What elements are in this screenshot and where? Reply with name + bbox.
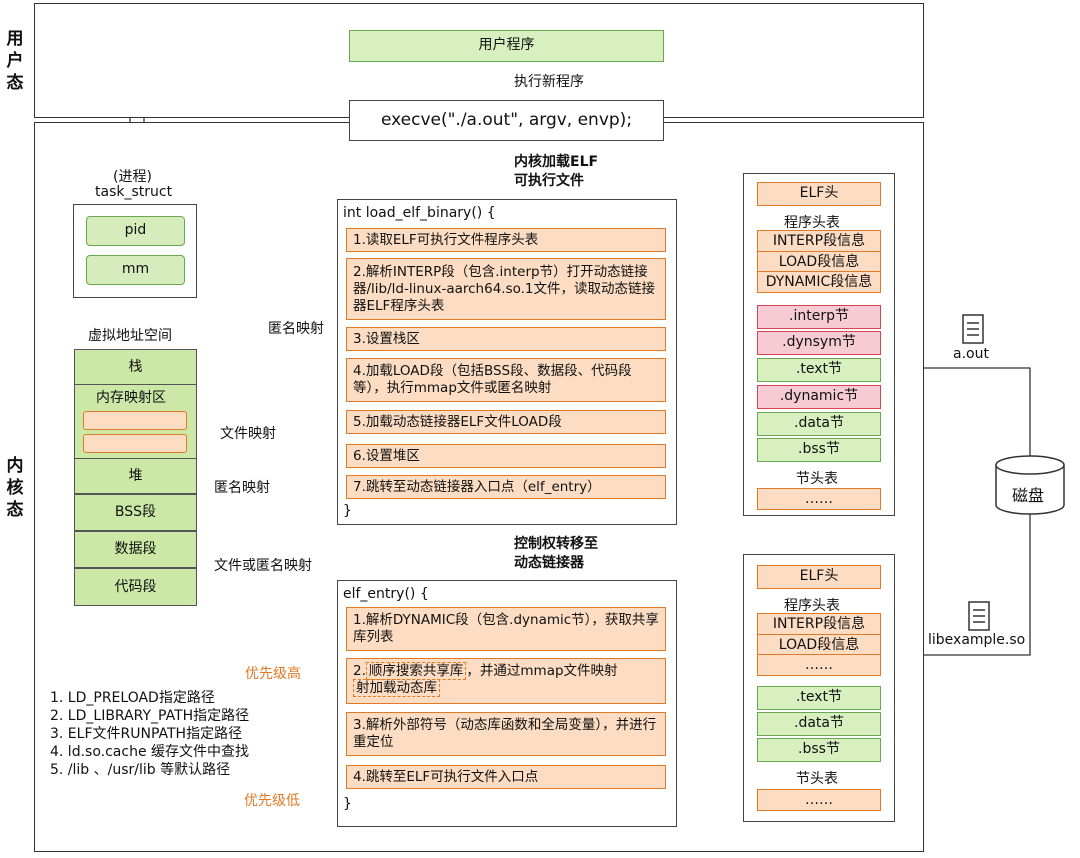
file-or-anon-label: 文件或匿名映射 xyxy=(214,558,312,574)
kernel-mode-label: 内核态 xyxy=(6,456,24,520)
kernel-load-line1: 内核加载ELF xyxy=(514,154,599,170)
heap-region: 堆 xyxy=(74,458,197,494)
aout-dynsym-section: .dynsym节 xyxy=(757,331,881,355)
virtual-address-label: 虚拟地址空间 xyxy=(88,328,172,344)
aout-interp-info: INTERP段信息 xyxy=(757,230,881,252)
code-region: 代码段 xyxy=(74,568,197,606)
load-step-2: 2.解析INTERP段（包含.interp节）打开动态链接器/lib/ld-li… xyxy=(346,258,666,320)
disk-label: 磁盘 xyxy=(1012,486,1045,505)
anon-map-top-label: 匿名映射 xyxy=(268,321,324,337)
entry-step-2-num: 2. xyxy=(353,663,366,679)
user-program-box: 用户程序 xyxy=(349,30,664,62)
exec-new-label: 执行新程序 xyxy=(514,74,584,90)
transfer-line2: 动态链接器 xyxy=(514,555,584,571)
load-step-4: 4.加载LOAD段（包括BSS段、数据段、代码段等），执行mmap文件或匿名映射 xyxy=(346,358,666,402)
aout-file-icon xyxy=(962,314,984,344)
search-path-4: 4. ld.so.cache 缓存文件中查找 xyxy=(50,744,250,760)
aout-load-info: LOAD段信息 xyxy=(757,251,881,273)
elf-entry-header: elf_entry() { xyxy=(343,586,429,602)
pid-field: pid xyxy=(86,216,185,246)
bss-region: BSS段 xyxy=(74,494,197,531)
lib-interp-info: INTERP段信息 xyxy=(757,613,881,635)
data-region: 数据段 xyxy=(74,531,197,568)
lib-sht-entries: …… xyxy=(757,789,881,811)
entry-step-2: 2.顺序搜索共享库，并通过mmap文件映射射加载动态库 xyxy=(346,658,666,704)
lib-data-section: .data节 xyxy=(757,712,881,736)
execve-box: execve("./a.out", argv, envp); xyxy=(349,100,664,141)
entry-step-1: 1.解析DYNAMIC段（包含.dynamic节），获取共享库列表 xyxy=(346,607,666,651)
aout-file-label: a.out xyxy=(953,346,989,362)
entry-step-2-mid: ，并通过mmap文件映射 xyxy=(466,663,618,679)
aout-interp-section: .interp节 xyxy=(757,305,881,329)
priority-low-label: 优先级低 xyxy=(244,793,300,809)
lib-bss-section: .bss节 xyxy=(757,738,881,762)
aout-dynamic-info: DYNAMIC段信息 xyxy=(757,271,881,293)
disk-icon xyxy=(995,455,1065,515)
lib-load-info: LOAD段信息 xyxy=(757,634,881,656)
kernel-load-line2: 可执行文件 xyxy=(514,173,584,189)
aout-bss-section: .bss节 xyxy=(757,438,881,462)
aout-text-section: .text节 xyxy=(757,358,881,382)
search-path-3: 3. ELF文件RUNPATH指定路径 xyxy=(50,726,243,742)
search-path-2: 2. LD_LIBRARY_PATH指定路径 xyxy=(50,708,250,724)
aout-sht-label: 节头表 xyxy=(796,471,838,487)
lib-pht-label: 程序头表 xyxy=(784,598,840,614)
search-shared-lib-highlight: 顺序搜索共享库 xyxy=(365,662,467,680)
search-path-1: 1. LD_PRELOAD指定路径 xyxy=(50,690,215,706)
load-step-6: 6.设置堆区 xyxy=(346,444,666,468)
task-struct-label: task_struct xyxy=(95,184,173,200)
mm-field: mm xyxy=(86,255,185,285)
priority-high-label: 优先级高 xyxy=(245,666,301,682)
transfer-line1: 控制权转移至 xyxy=(514,536,598,552)
load-step-3: 3.设置栈区 xyxy=(346,327,666,351)
entry-step-3: 3.解析外部符号（动态库函数和全局变量），并进行重定位 xyxy=(346,712,666,756)
stack-region: 栈 xyxy=(74,349,197,385)
lib-file-icon xyxy=(968,601,990,631)
aout-data-section: .data节 xyxy=(757,412,881,436)
aout-dynamic-section: .dynamic节 xyxy=(757,385,881,409)
load-step-5: 5.加载动态链接器ELF文件LOAD段 xyxy=(346,410,666,434)
mmap-slot-2 xyxy=(83,434,187,453)
anon-map-heap-label: 匿名映射 xyxy=(214,480,270,496)
lib-elf-header: ELF头 xyxy=(757,565,881,589)
aout-pht-label: 程序头表 xyxy=(784,215,840,231)
load-step-7: 7.跳转至动态链接器入口点（elf_entry） xyxy=(346,475,666,499)
user-mode-label: 用户态 xyxy=(6,29,24,93)
load-dynlib-highlight: 射加载动态库 xyxy=(353,679,440,697)
lib-sht-label: 节头表 xyxy=(796,771,838,787)
search-path-5: 5. /lib 、/usr/lib 等默认路径 xyxy=(50,762,231,778)
process-label: (进程) xyxy=(113,169,152,185)
load-elf-footer: } xyxy=(343,503,352,519)
lib-text-section: .text节 xyxy=(757,686,881,710)
mmap-region-label: 内存映射区 xyxy=(96,390,166,406)
aout-elf-header: ELF头 xyxy=(757,182,881,206)
lib-file-label: libexample.so xyxy=(928,632,1026,648)
lib-pht-more: …… xyxy=(757,654,881,676)
mmap-slot-1 xyxy=(83,411,187,430)
entry-step-4: 4.跳转至ELF可执行文件入口点 xyxy=(346,765,666,789)
file-map-label: 文件映射 xyxy=(220,426,276,442)
load-elf-header: int load_elf_binary() { xyxy=(343,205,496,221)
elf-entry-footer: } xyxy=(343,796,352,812)
load-step-1: 1.读取ELF可执行文件程序头表 xyxy=(346,228,666,252)
aout-sht-entries: …… xyxy=(757,488,881,510)
